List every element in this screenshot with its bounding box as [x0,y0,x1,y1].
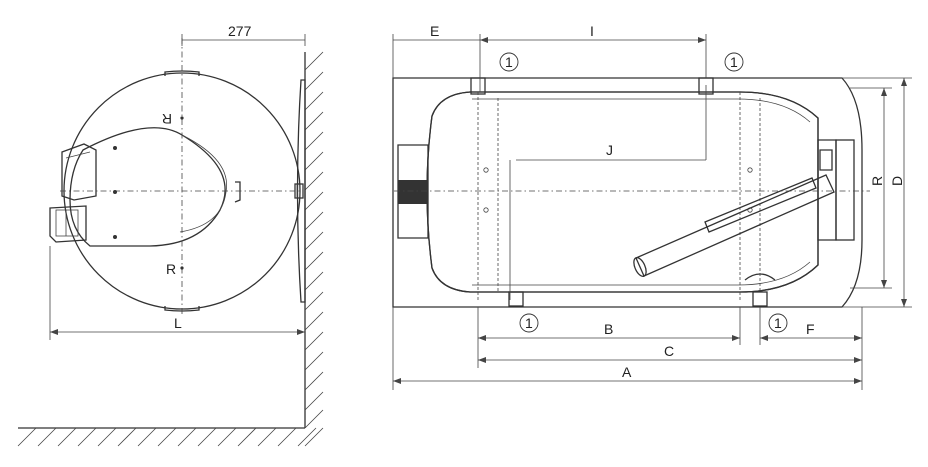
bolt-dots [113,116,184,270]
dimension-j-label: J [606,142,613,158]
dimension-a-label: A [622,364,632,380]
dimension-b: B [477,307,741,368]
callout-1-bottom-right: 1 [774,315,782,331]
dimension-d: D [842,77,912,308]
dimension-e-label: E [430,23,439,39]
side-mark-bottom: R [166,261,176,277]
callout-1-bottom-left: 1 [525,315,533,331]
callout-markers: 1 1 1 1 [499,52,788,333]
dimension-c-label: C [664,343,674,359]
dimension-d-label: D [889,176,905,186]
side-mark-top: R [162,111,172,127]
heater-flange [633,139,855,278]
dimension-277: 277 [181,23,306,46]
wall-bracket [296,79,306,303]
callout-1-top-left: 1 [505,54,513,70]
dimension-i: I [480,23,707,78]
dimension-b-label: B [604,321,613,337]
dimension-277-label: 277 [228,23,252,39]
side-view: R R 277 L [17,23,324,447]
dimension-r-label: R [869,176,885,186]
dimension-e: E [392,23,481,92]
couplings [470,77,776,307]
dimension-a: A [392,307,862,390]
inner-tank [426,91,819,293]
dimension-l-label: L [174,315,182,331]
dimension-c: C [478,307,863,390]
dimension-f-label: F [806,321,815,337]
callout-1-top-right: 1 [730,54,738,70]
dimension-i-label: I [590,23,594,39]
exchanger-lines [477,85,761,300]
insulation-jacket [392,77,863,308]
section-view: E I J 1 1 1 1 B [392,23,912,390]
dimension-r: R [850,87,892,289]
front-cover [69,127,226,247]
dimension-f: F [759,307,862,345]
dimension-l: L [49,246,305,340]
